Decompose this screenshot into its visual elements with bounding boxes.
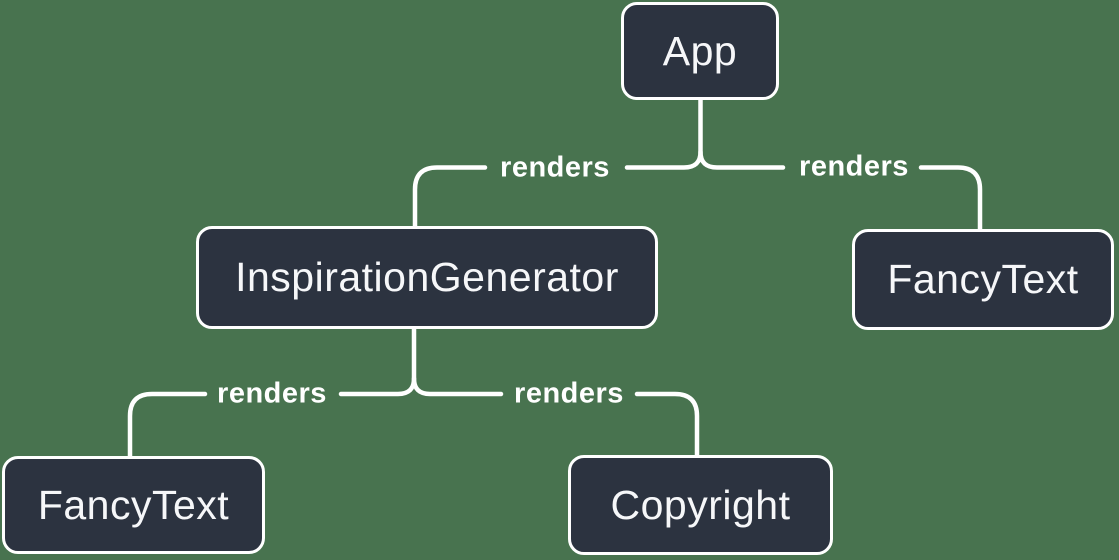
edge-app-fancytext-line-b xyxy=(918,165,983,233)
edge-label-renders-inspirationgenerator-copyright: renders xyxy=(514,377,624,410)
node-app-label: App xyxy=(662,27,738,74)
edge-app-inspirationgenerator-line-b xyxy=(412,165,488,230)
edge-app-inspirationgenerator-line-a xyxy=(624,96,703,170)
edge-inspirationgenerator-copyright-line-b xyxy=(634,391,700,459)
edge-inspirationgenerator-fancytext-line-b xyxy=(127,391,208,460)
edge-app-fancytext-line-a xyxy=(698,149,786,170)
node-fancy-text-top-label: FancyText xyxy=(887,256,1079,302)
node-fancy-text-bottom: FancyText xyxy=(2,456,265,554)
node-inspiration-generator: InspirationGenerator xyxy=(196,226,658,329)
edge-label-renders-app-inspirationgenerator: renders xyxy=(500,151,610,184)
node-copyright: Copyright xyxy=(568,455,833,555)
edge-inspirationgenerator-copyright-line-a xyxy=(411,376,504,397)
edge-label-renders-app-fancytext: renders xyxy=(799,150,909,183)
node-fancy-text-bottom-label: FancyText xyxy=(37,481,230,528)
node-copyright-label: Copyright xyxy=(610,481,791,528)
node-fancy-text-top: FancyText xyxy=(852,229,1114,330)
edge-inspirationgenerator-fancytext-line-a xyxy=(338,325,417,397)
edge-label-renders-inspirationgenerator-fancytext: renders xyxy=(217,377,327,410)
node-inspiration-generator-label: InspirationGenerator xyxy=(235,254,619,300)
node-app: App xyxy=(621,2,779,100)
